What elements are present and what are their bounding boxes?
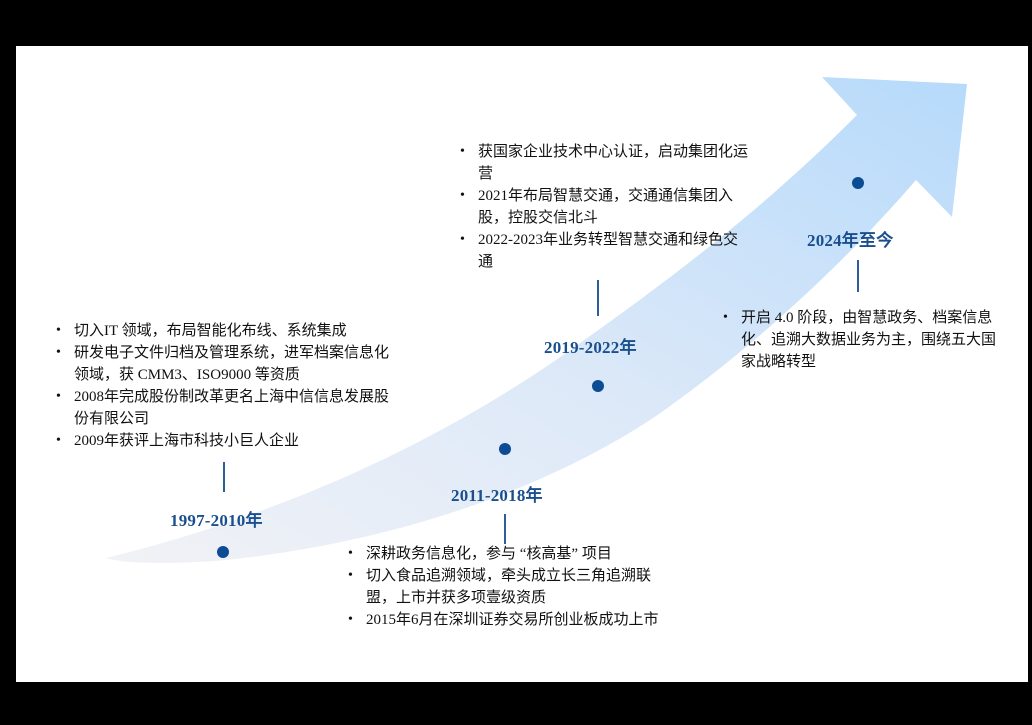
- stage-3-connector: [597, 280, 599, 316]
- stage-2-dot: [499, 443, 511, 455]
- stage-3-dot: [592, 380, 604, 392]
- stage-1-item: 切入IT 领域，布局智能化布线、系统集成: [54, 320, 399, 342]
- stage-2-connector: [504, 514, 506, 544]
- stage-4-label: 2024年至今: [807, 231, 894, 250]
- stage-3-label: 2019-2022年: [544, 338, 637, 357]
- stage-1-connector: [223, 462, 225, 492]
- stage-3-bullets: 获国家企业技术中心认证，启动集团化运营 2021年布局智慧交通，交通通信集团入股…: [458, 141, 748, 273]
- stage-2-bullets: 深耕政务信息化，参与 “核高基” 项目 切入食品追溯领域，牵头成立长三角追溯联盟…: [346, 543, 661, 631]
- stage-3-item: 2022-2023年业务转型智慧交通和绿色交通: [458, 229, 748, 273]
- stage-4-dot: [852, 177, 864, 189]
- stage-2-item: 2015年6月在深圳证券交易所创业板成功上市: [346, 609, 661, 631]
- stage-1-label: 1997-2010年: [170, 511, 263, 530]
- stage-4-bullets: 开启 4.0 阶段，由智慧政务、档案信息化、追溯大数据业务为主，围绕五大国家战略…: [721, 307, 1006, 373]
- stage-4-connector: [857, 260, 859, 292]
- stage-1-dot: [217, 546, 229, 558]
- growth-arrow-icon: [106, 77, 967, 563]
- stage-4-item: 开启 4.0 阶段，由智慧政务、档案信息化、追溯大数据业务为主，围绕五大国家战略…: [721, 307, 1006, 373]
- stage-2-item: 切入食品追溯领域，牵头成立长三角追溯联盟，上市并获多项壹级资质: [346, 565, 661, 609]
- stage-2-item: 深耕政务信息化，参与 “核高基” 项目: [346, 543, 661, 565]
- stage-1-item: 2009年获评上海市科技小巨人企业: [54, 430, 399, 452]
- stage-2-label: 2011-2018年: [451, 486, 543, 505]
- stage-1-bullets: 切入IT 领域，布局智能化布线、系统集成 研发电子文件归档及管理系统，进军档案信…: [54, 320, 399, 452]
- stage-3-item: 获国家企业技术中心认证，启动集团化运营: [458, 141, 748, 185]
- stage-3-item: 2021年布局智慧交通，交通通信集团入股，控股交信北斗: [458, 185, 748, 229]
- stage-1-item: 2008年完成股份制改革更名上海中信信息发展股份有限公司: [54, 386, 399, 430]
- timeline-canvas: 切入IT 领域，布局智能化布线、系统集成 研发电子文件归档及管理系统，进军档案信…: [16, 46, 1028, 682]
- stage-1-item: 研发电子文件归档及管理系统，进军档案信息化领域，获 CMM3、ISO9000 等…: [54, 342, 399, 386]
